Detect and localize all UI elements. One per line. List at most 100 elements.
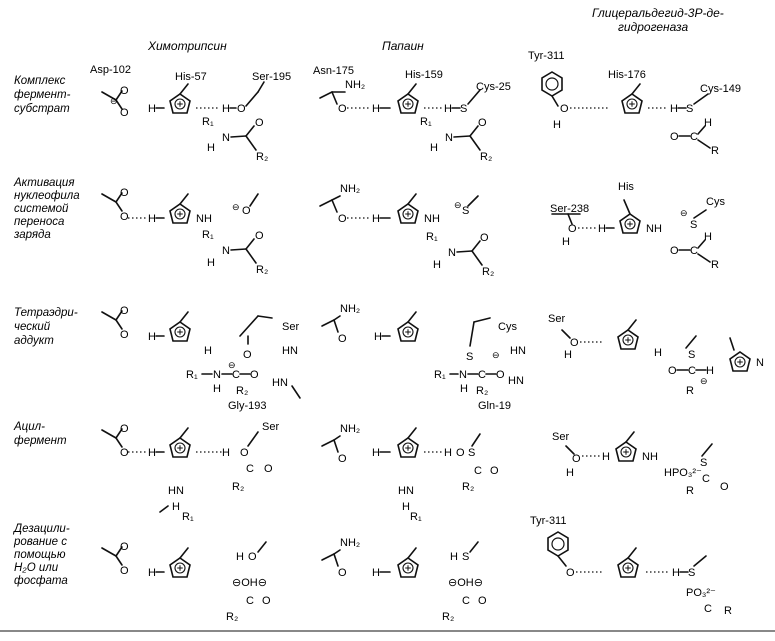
svg-text:O: O — [250, 369, 259, 381]
row-label-activation: Активация нуклеофила системой переноса з… — [13, 177, 80, 241]
svg-text:O: O — [338, 333, 347, 345]
svg-text:S: S — [466, 351, 473, 363]
svg-text:H: H — [204, 345, 212, 357]
svg-text:H: H — [562, 236, 570, 248]
svg-text:O: O — [255, 117, 264, 129]
svg-text:N: N — [222, 245, 230, 257]
svg-text:R₁: R₁ — [186, 369, 198, 381]
papain-deacylation: NH₂ O H H S ⊖OH⊖ C O R₂ — [321, 537, 487, 623]
row-label-complex: Комплекс фермент- субстрат — [14, 75, 71, 115]
svg-text:O: O — [670, 131, 679, 143]
svg-text:H: H — [207, 257, 215, 269]
svg-text:Gln-19: Gln-19 — [478, 400, 511, 412]
svg-text:Ser: Ser — [262, 421, 279, 433]
svg-text:ческий: ческий — [14, 321, 51, 333]
svg-text:O: O — [670, 245, 679, 257]
svg-text:O: O — [572, 453, 581, 465]
svg-text:S: S — [462, 551, 469, 563]
svg-text:R₁: R₁ — [182, 511, 194, 523]
svg-text:Gly-193: Gly-193 — [228, 400, 267, 412]
svg-text:⊖: ⊖ — [110, 96, 118, 106]
svg-text:C: C — [690, 131, 698, 143]
svg-text:NH: NH — [196, 213, 212, 225]
svg-text:⊖OH⊖: ⊖OH⊖ — [448, 577, 483, 589]
gapdh-tetrahedral: Ser O H H S O C H R ⊖ N — [548, 313, 764, 397]
svg-text:H: H — [213, 383, 221, 395]
svg-text:Ser-195: Ser-195 — [252, 71, 291, 83]
gapdh-complex: Tyr-311 O H His-176 H S Cys-149 O C H R — [528, 50, 741, 157]
svg-text:аддукт: аддукт — [14, 335, 54, 347]
chymotrypsin-acyl: O O H H O Ser C O R₂ HN H R₁ — [101, 421, 279, 523]
svg-text:O: O — [120, 187, 129, 199]
svg-text:S: S — [688, 567, 695, 579]
svg-text:NH: NH — [646, 223, 662, 235]
svg-text:R: R — [686, 485, 694, 497]
svg-text:C: C — [246, 463, 254, 475]
svg-text:C: C — [688, 365, 696, 377]
svg-text:O: O — [338, 213, 347, 225]
svg-text:NH₂: NH₂ — [340, 183, 360, 195]
svg-text:H: H — [460, 383, 468, 395]
svg-text:R₂: R₂ — [256, 264, 268, 276]
svg-text:H₂O или: H₂O или — [14, 562, 59, 574]
svg-text:HPO₃²⁻: HPO₃²⁻ — [664, 467, 702, 479]
svg-text:HN: HN — [282, 345, 298, 357]
svg-text:H: H — [148, 331, 156, 343]
svg-text:C: C — [704, 603, 712, 615]
svg-text:⊖: ⊖ — [232, 202, 240, 212]
svg-text:O: O — [120, 447, 129, 459]
svg-text:C: C — [462, 595, 470, 607]
svg-text:S: S — [686, 103, 693, 115]
svg-text:H: H — [148, 103, 156, 115]
svg-text:N: N — [222, 132, 230, 144]
svg-text:NH₂: NH₂ — [340, 423, 360, 435]
svg-text:H: H — [372, 103, 380, 115]
svg-text:H: H — [374, 331, 382, 343]
svg-text:R: R — [724, 605, 732, 617]
svg-text:O: O — [338, 567, 347, 579]
svg-text:C: C — [702, 473, 710, 485]
svg-text:Ser: Ser — [548, 313, 565, 325]
svg-text:Cys: Cys — [498, 321, 517, 333]
svg-text:N: N — [445, 132, 453, 144]
svg-text:O: O — [120, 305, 129, 317]
papain-complex: Asn-175 NH₂ O H His-159 H S Cys-25 R₁ N … — [313, 65, 511, 163]
svg-text:H: H — [706, 365, 714, 377]
svg-text:R₁: R₁ — [434, 369, 446, 381]
svg-text:C: C — [232, 369, 240, 381]
svg-text:C: C — [690, 245, 698, 257]
svg-text:Asp-102: Asp-102 — [90, 64, 131, 76]
svg-text:R₂: R₂ — [232, 481, 244, 493]
svg-text:R₁: R₁ — [202, 116, 214, 128]
svg-text:рование с: рование с — [13, 536, 67, 548]
svg-text:R₂: R₂ — [226, 611, 238, 623]
svg-text:H: H — [402, 501, 410, 513]
svg-text:H: H — [148, 567, 156, 579]
svg-text:N: N — [756, 357, 764, 369]
svg-text:S: S — [468, 447, 475, 459]
svg-text:O: O — [566, 567, 575, 579]
svg-text:H: H — [430, 142, 438, 154]
papain-tetrahedral: NH₂ O H Cys HN S ⊖ R₁ N C O H R₂ Gln-19 … — [321, 303, 526, 412]
header-papain: Папаин — [382, 39, 424, 53]
svg-text:O: O — [120, 423, 129, 435]
svg-text:Активация: Активация — [13, 177, 74, 189]
svg-text:H: H — [148, 447, 156, 459]
svg-text:Комплекс: Комплекс — [14, 75, 66, 87]
svg-text:H: H — [372, 567, 380, 579]
svg-text:O: O — [262, 595, 271, 607]
svg-text:O: O — [240, 447, 249, 459]
svg-text:S: S — [460, 103, 467, 115]
svg-text:N: N — [448, 247, 456, 259]
svg-text:O: O — [120, 211, 129, 223]
svg-text:Ацил-: Ацил- — [13, 421, 45, 433]
svg-text:R: R — [711, 145, 719, 157]
svg-text:O: O — [496, 369, 505, 381]
svg-text:⊖: ⊖ — [700, 376, 708, 386]
svg-text:O: O — [490, 465, 499, 477]
svg-text:H: H — [372, 213, 380, 225]
svg-text:S: S — [700, 457, 707, 469]
svg-text:⊖OH⊖: ⊖OH⊖ — [232, 577, 267, 589]
svg-text:Cys-149: Cys-149 — [700, 83, 741, 95]
svg-text:C: C — [246, 595, 254, 607]
